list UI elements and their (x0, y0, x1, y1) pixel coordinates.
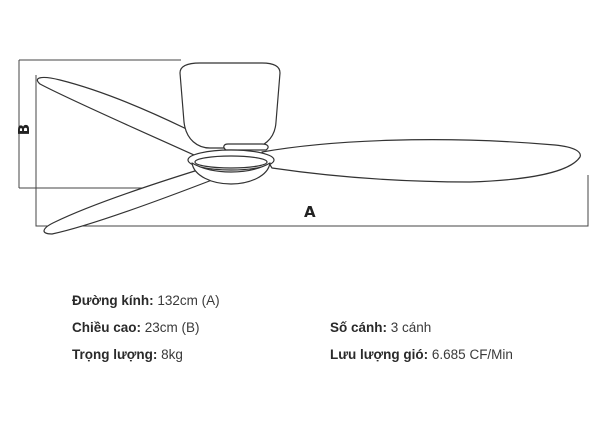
spec-airflow: Lưu lượng gió: 6.685 CF/Min (330, 348, 513, 362)
spec-blades-value: 3 cánh (390, 320, 432, 335)
blade-upper-left (36, 76, 229, 161)
spec-blades: Số cánh: 3 cánh (330, 321, 431, 335)
ceiling-fan-diagram (18, 59, 589, 235)
spec-weight-value: 8kg (161, 347, 183, 362)
spec-diameter-value: 132cm (A) (157, 293, 220, 308)
blade-right (261, 139, 581, 183)
motor-ring-upper (223, 143, 269, 151)
motor-housing (191, 162, 271, 185)
spec-airflow-value: 6.685 CF/Min (431, 347, 513, 362)
dimension-label-b: B (15, 123, 34, 136)
dimension-label-a: A (304, 203, 316, 221)
dimension-frame-a (35, 75, 589, 227)
fan-canopy (179, 62, 281, 149)
spec-weight-label: Trọng lượng: (72, 347, 158, 362)
motor-ring-inner (194, 155, 268, 169)
spec-diameter: Đường kính: 132cm (A) (72, 294, 220, 308)
spec-height-value: 23cm (B) (144, 320, 200, 335)
spec-weight: Trọng lượng: 8kg (72, 348, 183, 362)
spec-diameter-label: Đường kính: (72, 293, 154, 308)
spec-height-label: Chiều cao: (72, 320, 142, 335)
spec-blades-label: Số cánh: (330, 320, 388, 335)
spec-height: Chiều cao: 23cm (B) (72, 321, 200, 335)
blade-lower-left (43, 169, 213, 235)
spec-airflow-label: Lưu lượng gió: (330, 347, 429, 362)
